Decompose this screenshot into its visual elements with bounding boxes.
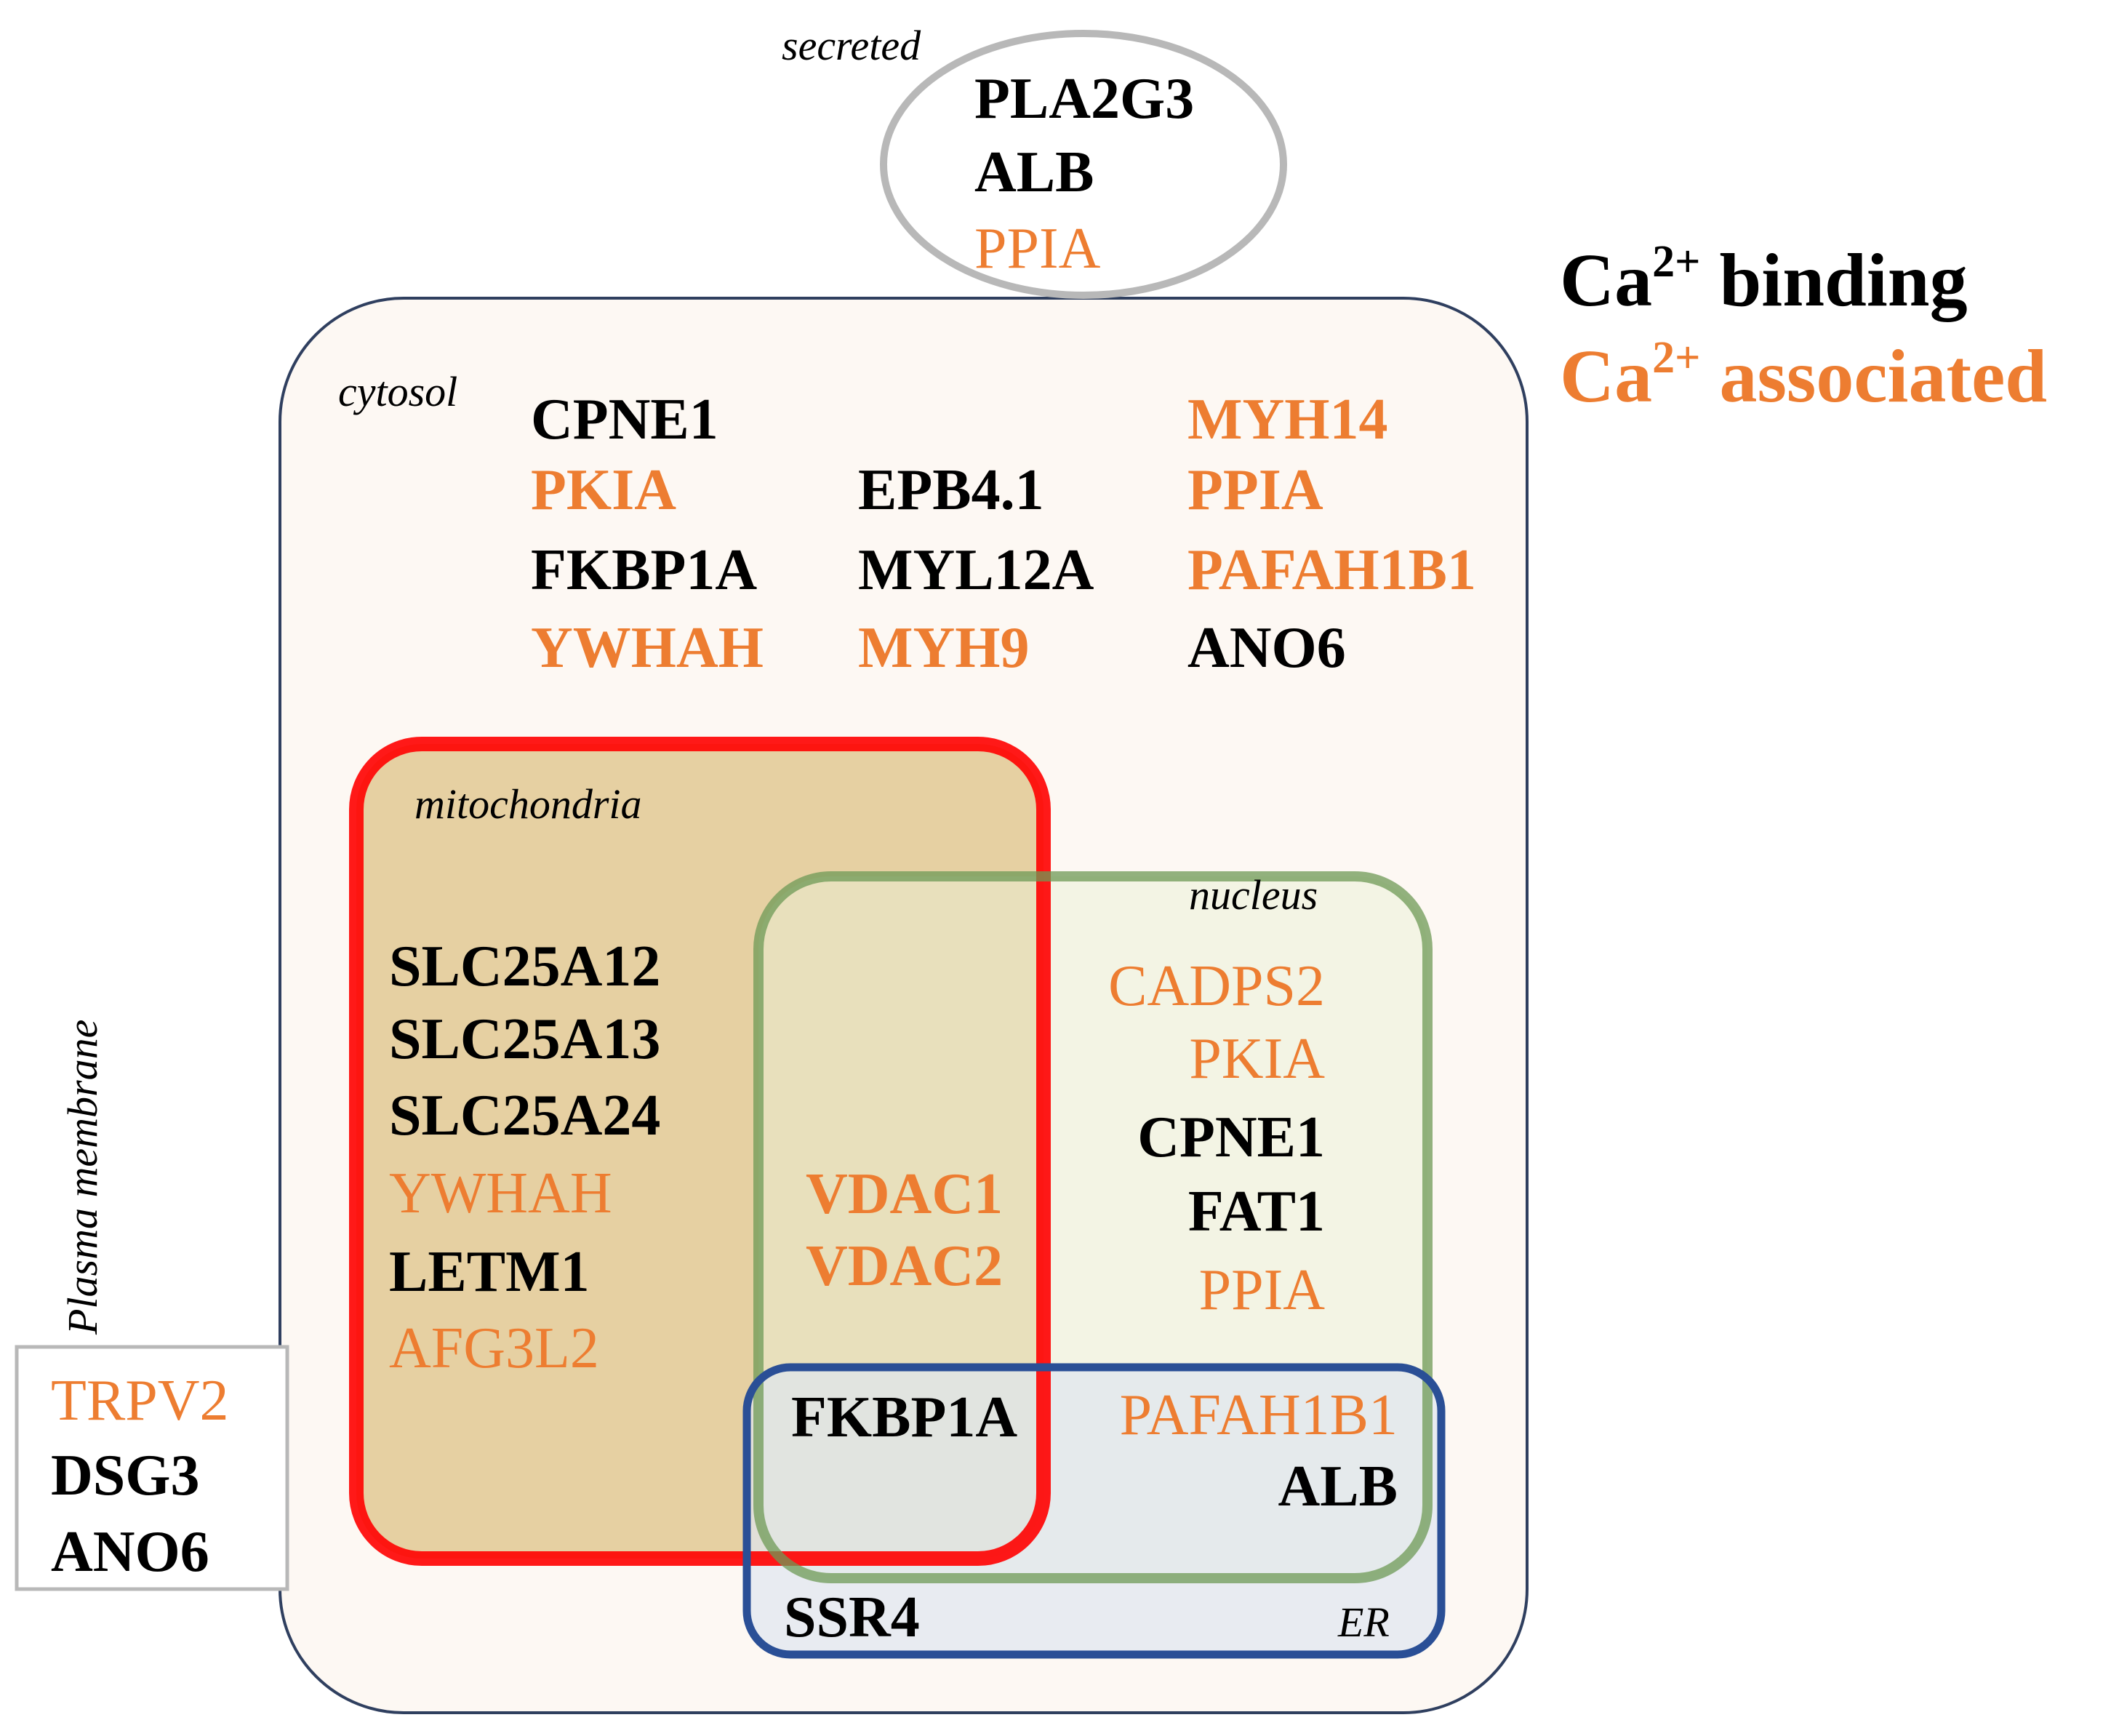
- gene-label: PKIA: [1189, 1027, 1325, 1091]
- gene-label: FKBP1A: [531, 538, 757, 602]
- plasma-membrane-label: Plasma membrane: [59, 1020, 106, 1335]
- mitochondria-label: mitochondria: [414, 780, 642, 828]
- gene-label: YWHAH: [389, 1161, 612, 1225]
- legend-charge: 2+: [1652, 333, 1700, 383]
- er-label: ER: [1337, 1599, 1390, 1646]
- legend-charge: 2+: [1652, 237, 1700, 287]
- gene-label: MYH14: [1187, 388, 1388, 452]
- gene-label: LETM1: [389, 1240, 590, 1304]
- legend-ion: Ca: [1560, 239, 1652, 322]
- gene-label: FKBP1A: [791, 1385, 1017, 1449]
- legend-word: binding: [1700, 239, 1967, 322]
- gene-label: VDAC2: [806, 1234, 1003, 1298]
- gene-label: FAT1: [1188, 1180, 1325, 1244]
- gene-label: ANO6: [1187, 616, 1346, 680]
- er-border: [742, 1363, 1446, 1659]
- gene-label: PPIA: [1199, 1258, 1326, 1322]
- gene-label: SLC25A24: [389, 1084, 660, 1148]
- gene-label: PLA2G3: [974, 67, 1194, 131]
- gene-label: YWHAH: [531, 616, 764, 680]
- nucleus-border: [753, 871, 1433, 1583]
- gene-label: ALB: [1278, 1455, 1398, 1519]
- gene-label: EPB4.1: [858, 458, 1044, 522]
- legend-ion: Ca: [1560, 335, 1652, 418]
- cytosol-label: cytosol: [338, 368, 457, 415]
- mitochondria-border: [349, 737, 1051, 1566]
- gene-label: PPIA: [1187, 458, 1323, 522]
- gene-label: ALB: [974, 140, 1094, 204]
- legend-ca-binding: Ca2+ binding: [1560, 237, 1968, 322]
- gene-label: ANO6: [51, 1520, 209, 1584]
- gene-label: CPNE1: [1137, 1105, 1325, 1169]
- gene-label: SSR4: [784, 1585, 920, 1649]
- gene-label: CPNE1: [531, 388, 718, 452]
- gene-label: CADPS2: [1108, 954, 1325, 1018]
- legend-word: associated: [1700, 335, 2047, 418]
- gene-label: PKIA: [531, 458, 676, 522]
- gene-label: MYH9: [858, 616, 1030, 680]
- nucleus-label: nucleus: [1189, 871, 1318, 919]
- gene-label: DSG3: [51, 1444, 200, 1508]
- gene-label: PPIA: [974, 217, 1101, 281]
- secreted-region: [880, 30, 1287, 299]
- secreted-label: secreted: [782, 22, 921, 69]
- gene-label: TRPV2: [51, 1369, 229, 1433]
- legend-ca-associated: Ca2+ associated: [1560, 333, 2047, 418]
- gene-label: PAFAH1B1: [1187, 538, 1476, 602]
- gene-label: MYL12A: [858, 538, 1094, 602]
- gene-label: SLC25A13: [389, 1007, 660, 1071]
- gene-label: VDAC1: [806, 1162, 1003, 1226]
- gene-label: SLC25A12: [389, 935, 660, 999]
- gene-label: AFG3L2: [389, 1316, 599, 1380]
- plasma-membrane-box: [15, 1345, 289, 1591]
- gene-label: PAFAH1B1: [1120, 1383, 1398, 1447]
